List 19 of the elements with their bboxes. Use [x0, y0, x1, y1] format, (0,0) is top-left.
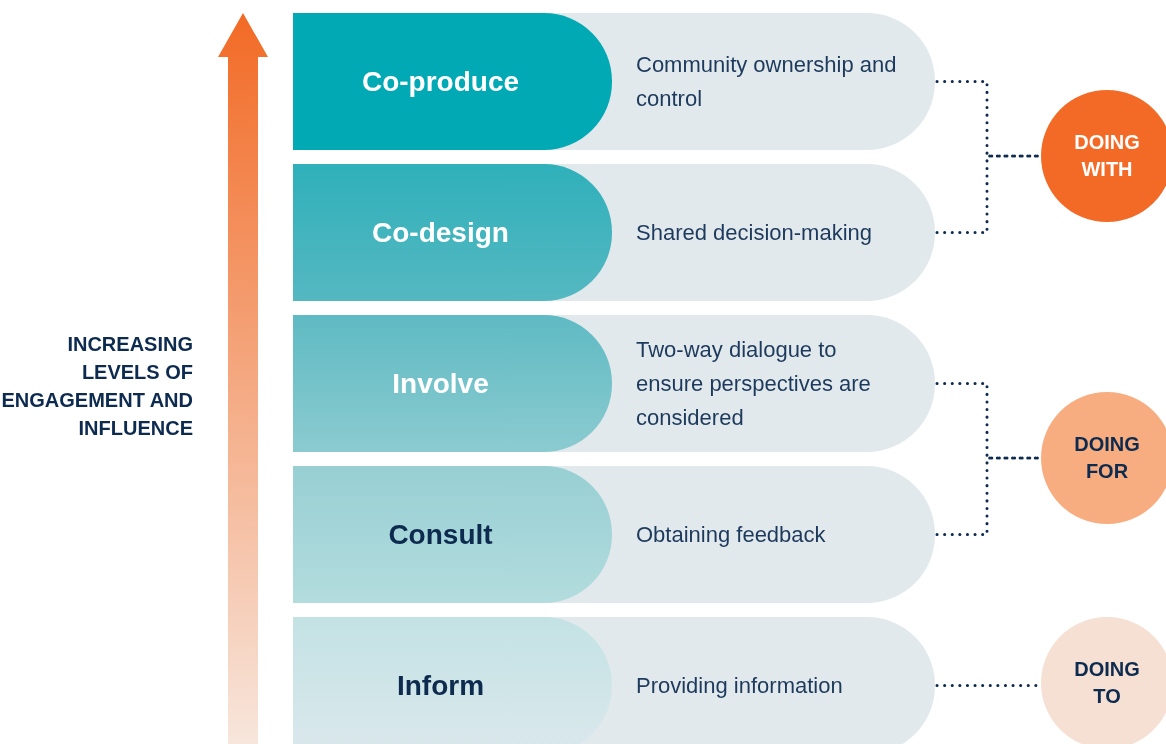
- level-title: Involve: [392, 367, 489, 400]
- level-band: [293, 164, 935, 301]
- level-description: Two-way dialogue to ensure perspectives are considered: [636, 335, 872, 432]
- level-title: Consult: [388, 518, 493, 551]
- level-band: [293, 617, 935, 744]
- level-description: Shared decision-making: [636, 218, 874, 247]
- level-description: Community ownership and control: [636, 50, 898, 113]
- level-band: [293, 315, 935, 452]
- category-text: DOING WITH: [1073, 130, 1141, 182]
- level-title: Co-design: [372, 216, 509, 249]
- level-description: Providing information: [636, 671, 844, 700]
- axis-label: INCREASING LEVELS OF ENGAGEMENT AND INFLUENCE: [0, 332, 193, 441]
- category-text: DOING TO: [1073, 657, 1141, 709]
- level-title: Co-produce: [361, 65, 520, 98]
- level-description: Obtaining feedback: [636, 520, 827, 549]
- level-band: [293, 13, 935, 150]
- category-text: DOING FOR: [1073, 432, 1141, 484]
- level-title: Inform: [396, 669, 485, 702]
- level-band: [293, 466, 935, 603]
